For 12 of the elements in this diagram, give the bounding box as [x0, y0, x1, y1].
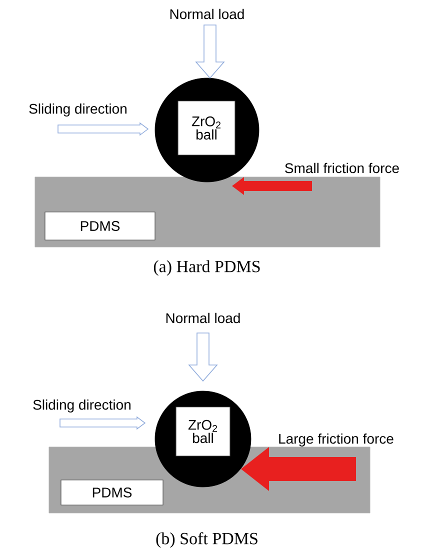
force-label: Small friction force: [285, 162, 399, 174]
label-box: ZrO$_{2}$ ball: [176, 406, 230, 456]
force-label: Sliding direction: [29, 103, 126, 117]
figure-caption: (a) Hard PDMS: [154, 260, 260, 276]
force-label: Normal load: [170, 8, 244, 20]
force-label: Normal load: [166, 312, 240, 324]
label-box: PDMS: [60, 480, 164, 506]
force-label: Sliding direction: [33, 399, 130, 413]
figure-caption: (b) Soft PDMS: [156, 532, 258, 548]
label-box: ZrO$_{2}$ ball: [178, 100, 236, 156]
force-label: Large friction force: [279, 433, 394, 447]
label-box: PDMS: [44, 212, 156, 240]
